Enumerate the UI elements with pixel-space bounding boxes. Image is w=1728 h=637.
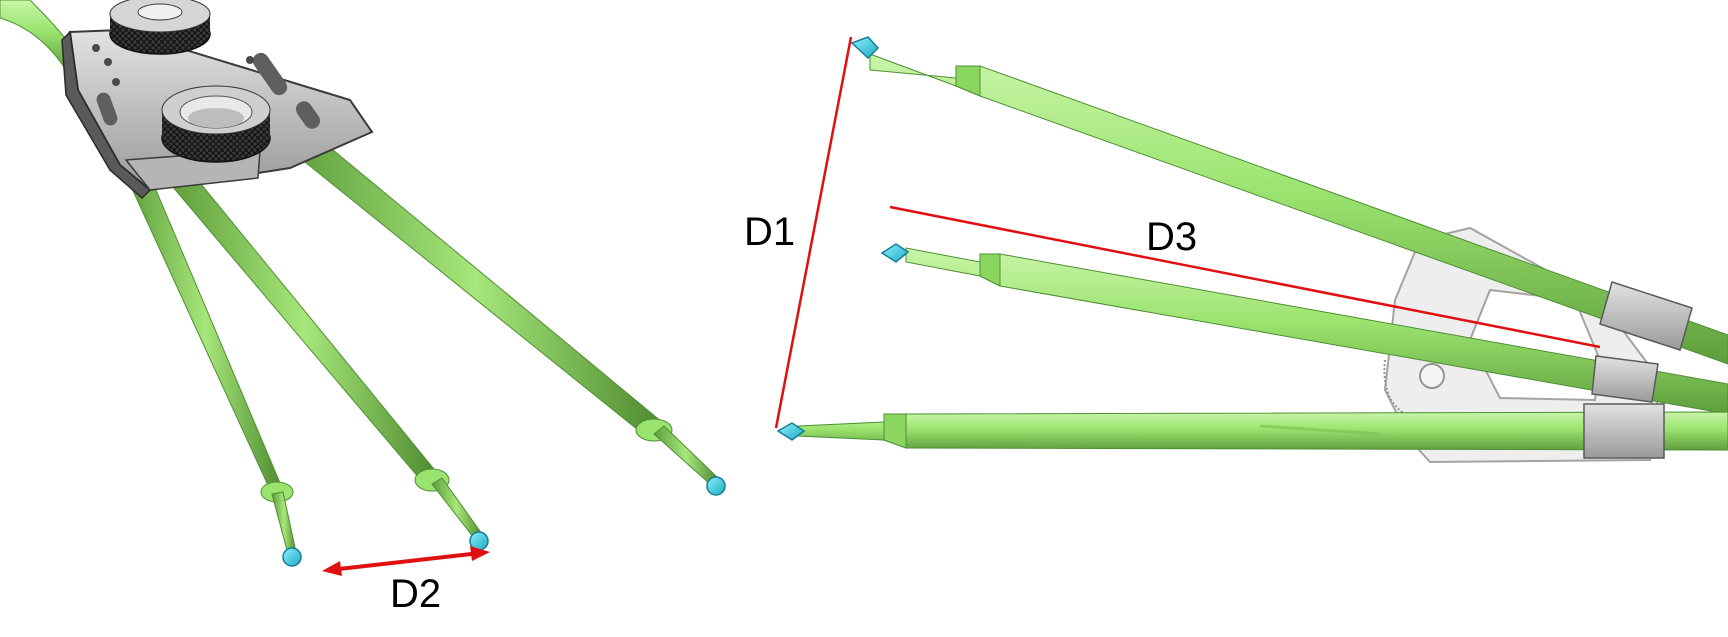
knurled-knob-top	[109, 0, 211, 55]
probe-rod-top	[850, 36, 1728, 365]
d2-arrowhead-left	[322, 561, 342, 576]
d2-dimension-line	[329, 551, 481, 572]
probe-rod-bottom	[776, 403, 1728, 459]
d1-label: D1	[744, 210, 795, 254]
d2-label: D2	[390, 572, 441, 616]
left-view: D2	[0, 0, 726, 616]
d3-dimension: D3	[889, 205, 1601, 349]
d2-arrowhead-right	[470, 546, 490, 561]
rod-collar-bottom	[1583, 403, 1665, 459]
d3-dimension-line	[889, 205, 1601, 349]
rod-collar-middle	[1591, 355, 1659, 403]
d2-dimension: D2	[322, 546, 490, 616]
d1-dimension-line	[774, 36, 853, 429]
probe-tip-middle	[880, 243, 910, 263]
right-view: D1 D3	[744, 36, 1728, 464]
rod-collar-top	[1599, 281, 1693, 351]
knurled-knob-bottom	[161, 85, 271, 163]
probe-tip-bottom	[776, 422, 806, 441]
probe-tip-top	[850, 36, 880, 60]
d3-label: D3	[1146, 215, 1197, 259]
probe-rod-right	[289, 135, 726, 496]
probe-rod-middle-right	[880, 243, 1728, 415]
d1-dimension: D1	[744, 36, 853, 429]
